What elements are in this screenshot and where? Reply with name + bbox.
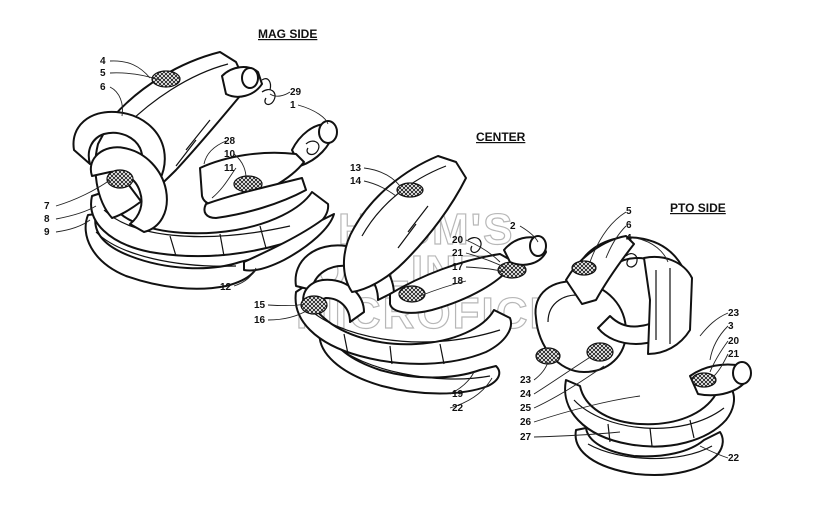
pto-outlet-ring bbox=[732, 361, 752, 385]
callout-mag-29: 29 bbox=[290, 87, 302, 98]
pto-side-exhaust-assembly bbox=[534, 235, 752, 476]
callout-pto-24: 24 bbox=[520, 389, 532, 400]
callout-center-16: 16 bbox=[254, 315, 266, 326]
pto-callouts: 5 6 4 23 3 20 21 23 24 25 26 27 22 bbox=[520, 206, 740, 464]
center-lower-shield bbox=[318, 329, 501, 395]
callout-center-13: 13 bbox=[350, 163, 362, 174]
callout-pto-26: 26 bbox=[520, 417, 532, 428]
mag-inlet-loop bbox=[89, 146, 168, 233]
pto-screen-20 bbox=[691, 372, 717, 388]
mag-inlet-ring bbox=[318, 120, 338, 144]
callout-mag-28: 28 bbox=[224, 136, 236, 147]
callout-pto-4: 4 bbox=[626, 233, 632, 244]
pto-bottom-shield bbox=[574, 427, 724, 476]
center-exhaust-assembly bbox=[294, 155, 547, 395]
callout-mag-12: 12 bbox=[220, 282, 232, 293]
callout-center-15: 15 bbox=[254, 300, 266, 311]
center-outlet-ring bbox=[529, 235, 547, 257]
callout-center-18: 18 bbox=[452, 276, 464, 287]
center-expansion-chamber bbox=[294, 283, 512, 365]
callout-mag-11: 11 bbox=[224, 163, 235, 174]
callout-pto-21: 21 bbox=[728, 349, 740, 360]
callout-pto-5: 5 bbox=[626, 206, 632, 217]
mag-screen-5 bbox=[151, 70, 181, 88]
callout-pto-23-lower: 23 bbox=[520, 375, 532, 386]
pto-top-shield bbox=[565, 235, 635, 305]
center-spring bbox=[467, 236, 482, 254]
callout-center-21: 21 bbox=[452, 248, 464, 259]
callout-center-17: 17 bbox=[452, 262, 464, 273]
mag-loose-shield bbox=[243, 213, 335, 272]
center-top-shield bbox=[342, 155, 467, 293]
callout-pto-6: 6 bbox=[626, 220, 632, 231]
center-screen-18 bbox=[398, 285, 426, 303]
callout-mag-4: 4 bbox=[100, 56, 106, 67]
heading-mag-side: MAG SIDE bbox=[258, 27, 317, 41]
center-callouts: 13 14 2 20 21 17 18 15 16 19 22 bbox=[254, 163, 539, 414]
mag-side-exhaust-assembly bbox=[72, 51, 338, 290]
callout-mag-5: 5 bbox=[100, 68, 106, 79]
center-inlet-loop bbox=[302, 278, 365, 323]
mag-pipe-11 bbox=[203, 177, 307, 219]
pto-screen-5 bbox=[571, 260, 597, 276]
pto-screen-24 bbox=[586, 342, 614, 362]
callout-pto-3: 3 bbox=[728, 321, 734, 332]
callout-center-14: 14 bbox=[350, 176, 362, 187]
callout-mag-6: 6 bbox=[100, 82, 106, 93]
heading-pto-side: PTO SIDE bbox=[670, 201, 726, 215]
callout-mag-7: 7 bbox=[44, 201, 50, 212]
mag-spring-1 bbox=[305, 140, 320, 156]
callout-center-20: 20 bbox=[452, 235, 464, 246]
callout-mag-9: 9 bbox=[44, 227, 50, 238]
callout-pto-25: 25 bbox=[520, 403, 532, 414]
center-screen-13 bbox=[396, 182, 424, 198]
pto-spring bbox=[625, 252, 638, 268]
pto-screen-23 bbox=[535, 347, 561, 365]
mag-callouts: 4 5 6 29 1 28 10 11 7 8 9 12 bbox=[44, 56, 329, 293]
heading-center: CENTER bbox=[476, 130, 526, 144]
mag-spring-29 bbox=[261, 88, 276, 106]
pto-right-shield bbox=[643, 256, 693, 355]
callout-center-19: 19 bbox=[452, 389, 464, 400]
mag-outlet-ring bbox=[241, 67, 259, 89]
callout-center-22: 22 bbox=[452, 403, 464, 414]
callout-mag-8: 8 bbox=[44, 214, 50, 225]
callout-pto-20: 20 bbox=[728, 336, 740, 347]
callout-pto-23: 23 bbox=[728, 308, 740, 319]
mag-screen-7 bbox=[106, 169, 134, 189]
callout-mag-1: 1 bbox=[290, 100, 296, 111]
callout-mag-10: 10 bbox=[224, 149, 236, 160]
callout-pto-22: 22 bbox=[728, 453, 740, 464]
callout-pto-27: 27 bbox=[520, 432, 532, 443]
callout-center-2: 2 bbox=[510, 221, 516, 232]
